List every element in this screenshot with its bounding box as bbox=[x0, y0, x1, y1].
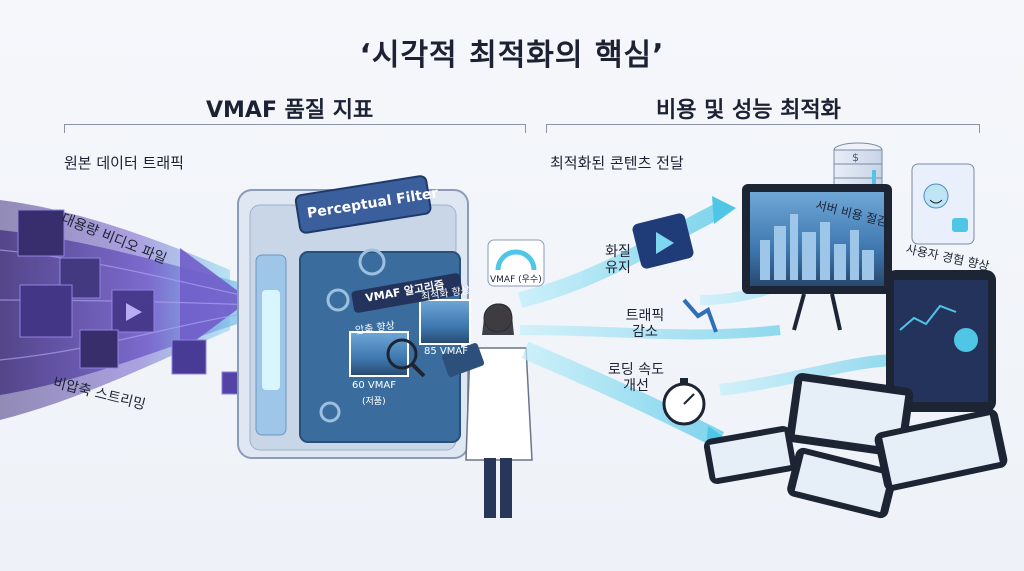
traffic-reduction-label: 트래픽 감소 bbox=[625, 308, 665, 340]
source-data-flow bbox=[0, 200, 256, 420]
tablet-device bbox=[886, 270, 996, 412]
play-icon bbox=[632, 213, 694, 269]
svg-text:$: $ bbox=[852, 151, 859, 164]
left-bracket bbox=[64, 124, 526, 133]
source-traffic-label: 원본 데이터 트래픽 bbox=[64, 154, 184, 172]
left-section-header: VMAF 품질 지표 bbox=[206, 98, 374, 123]
right-section-header: 비용 및 성능 최적화 bbox=[656, 98, 841, 123]
data-cubes bbox=[17, 209, 245, 395]
before-score: 60 VMAF bbox=[352, 380, 396, 391]
stopwatch-icon bbox=[662, 378, 706, 426]
after-score: 85 VMAF bbox=[424, 346, 468, 357]
right-bracket bbox=[546, 124, 980, 133]
perceptual-filter-machine bbox=[237, 175, 471, 459]
optimized-delivery-label: 최적화된 콘텐츠 전달 bbox=[550, 154, 684, 172]
gauge-label: VMAF (우수) bbox=[490, 275, 542, 285]
monitor-device bbox=[742, 184, 892, 331]
traffic-down-icon bbox=[682, 298, 718, 333]
mobile-devices bbox=[703, 373, 1008, 519]
user-experience-card bbox=[911, 163, 975, 245]
before-note: (저품) bbox=[362, 397, 386, 407]
page-title: ‘시각적 최적화의 핵심’ bbox=[359, 38, 665, 73]
vmaf-gauge bbox=[487, 239, 545, 287]
loading-speed-label: 로딩 속도 개선 bbox=[608, 362, 664, 394]
quality-maintained-label: 화질 유지 bbox=[605, 244, 631, 276]
scientist-figure bbox=[441, 303, 533, 518]
